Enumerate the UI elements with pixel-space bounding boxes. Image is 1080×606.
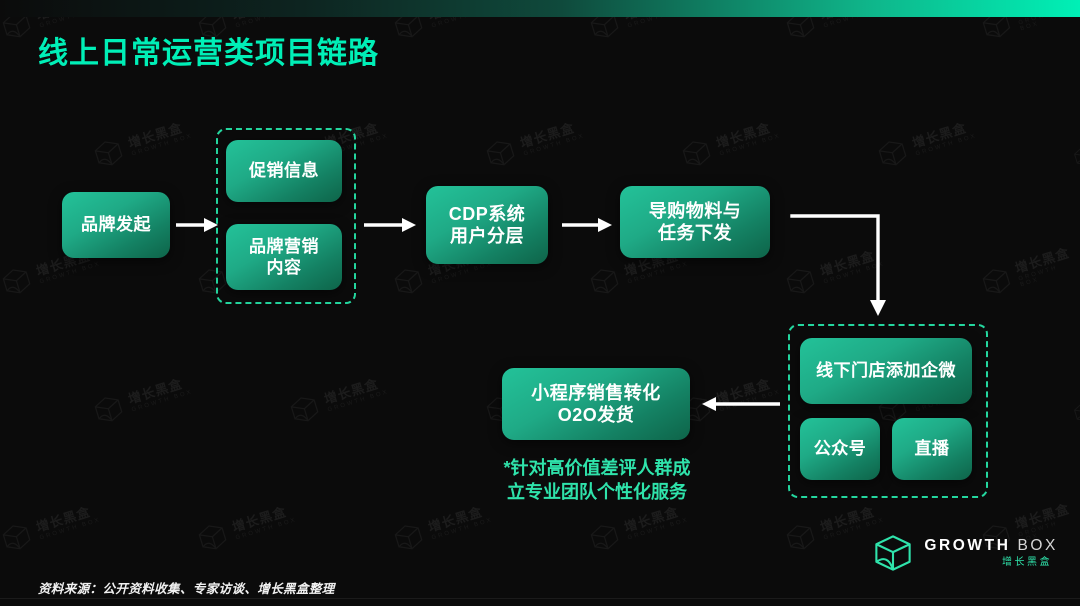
node-brand-content-label: 品牌营销 内容	[249, 236, 319, 277]
top-gradient-bar	[0, 0, 1080, 17]
node-official-account-label: 公众号	[813, 439, 867, 459]
node-brand-start[interactable]: 品牌发起	[62, 192, 170, 258]
source-footnote: 资料来源：公开资料收集、专家访谈、增长黑盒整理	[38, 582, 335, 596]
node-cdp-system[interactable]: CDP系统 用户分层	[426, 186, 548, 264]
group-private-domain	[788, 324, 988, 498]
node-miniprogram-o2o-label: 小程序销售转化 O2O发货	[531, 382, 661, 426]
arrow-guide-to-private-domain	[790, 214, 886, 316]
node-cdp-system-label: CDP系统 用户分层	[448, 203, 526, 247]
node-promo-info[interactable]: 促销信息	[226, 140, 342, 202]
brand-name-en: GROWTH BOX	[924, 538, 1058, 554]
node-guide-material[interactable]: 导购物料与 任务下发	[620, 186, 770, 258]
node-brand-content[interactable]: 品牌营销 内容	[226, 224, 342, 290]
arrow-assets-to-cdp	[364, 218, 416, 232]
brand-logo: GROWTH BOX 增长黑盒	[872, 532, 1058, 574]
note-text: *针对高价值差评人群成 立专业团队个性化服务	[503, 458, 691, 503]
node-offline-store-label: 线下门店添加企微	[816, 361, 956, 381]
arrow-start-to-assets	[176, 218, 218, 232]
brand-name-en-bold: GROWTH	[924, 536, 1011, 554]
brand-name-en-light: BOX	[1017, 536, 1058, 554]
arrow-private-domain-to-miniprogram	[702, 397, 780, 411]
node-offline-store[interactable]: 线下门店添加企微	[800, 338, 972, 404]
node-guide-material-label: 导购物料与 任务下发	[648, 200, 742, 244]
growth-box-cube-icon	[875, 535, 912, 571]
node-livestream-label: 直播	[914, 439, 950, 459]
node-official-account[interactable]: 公众号	[800, 418, 880, 480]
node-brand-start-label: 品牌发起	[81, 215, 151, 235]
node-livestream[interactable]: 直播	[892, 418, 972, 480]
brand-name-cn: 增长黑盒	[1002, 557, 1052, 569]
footer-divider	[0, 598, 1080, 599]
node-promo-info-label: 促销信息	[249, 161, 319, 181]
page-title: 线上日常运营类项目链路	[38, 37, 379, 70]
group-brand-assets	[216, 128, 356, 304]
node-miniprogram-o2o[interactable]: 小程序销售转化 O2O发货	[502, 368, 690, 440]
brand-text: GROWTH BOX 增长黑盒	[924, 538, 1058, 569]
arrow-cdp-to-guide	[562, 218, 612, 232]
